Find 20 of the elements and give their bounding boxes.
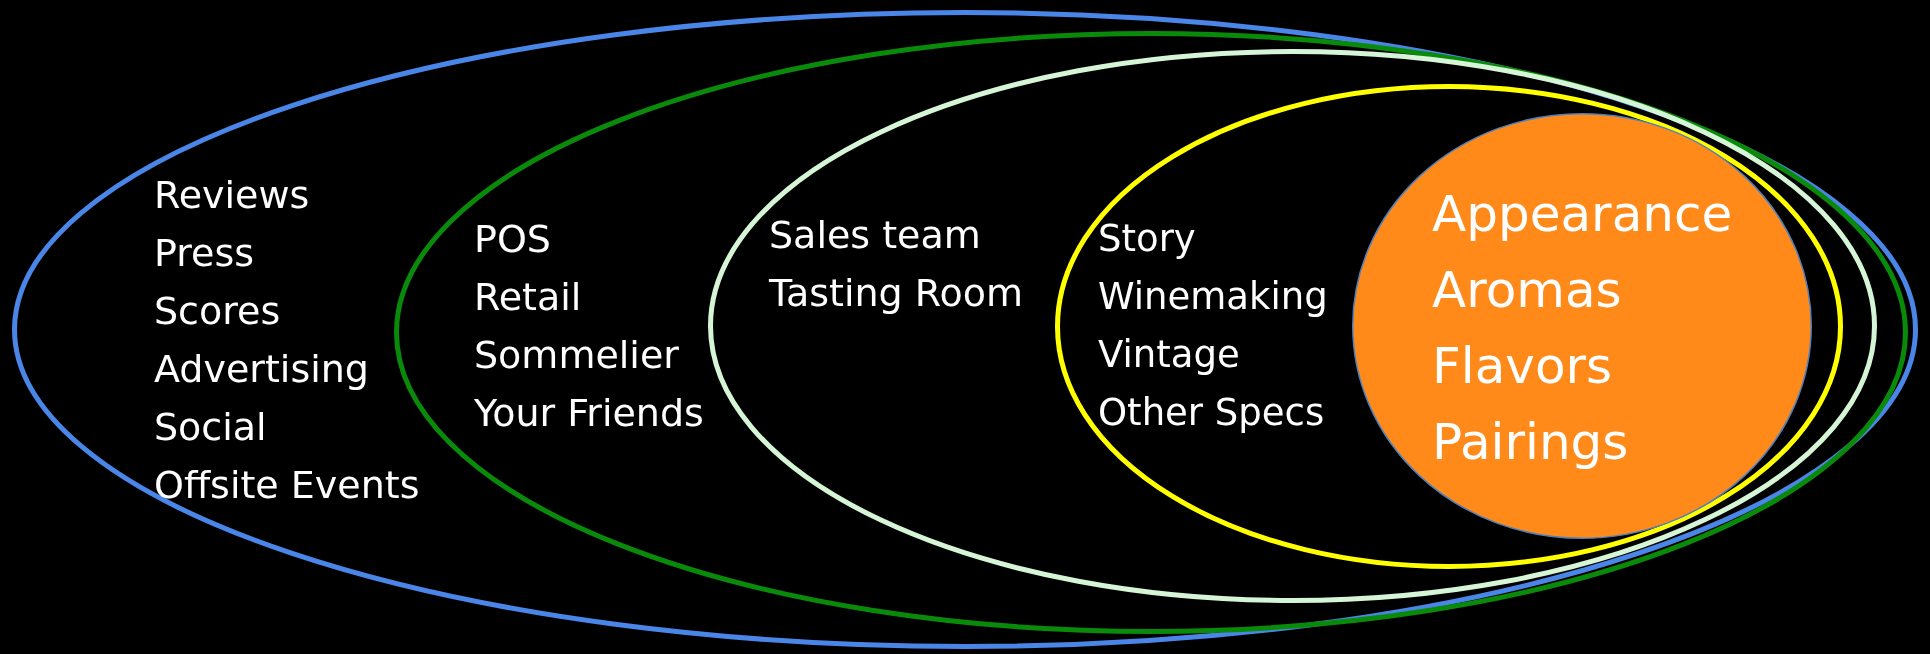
list-item: Appearance [1432,184,1733,245]
list-item: Your Friends [474,390,704,437]
list-item: Flavors [1432,336,1613,397]
list-item: Sales team [769,212,981,259]
list-item: Other Specs [1098,390,1325,436]
list-item: Retail [474,274,582,321]
list-item: Vintage [1098,332,1240,378]
list-item: Sommelier [474,332,679,379]
list-item: Press [154,230,254,277]
list-item: Reviews [154,172,310,219]
list-item: Pairings [1432,412,1629,473]
list-item: Aromas [1432,260,1622,321]
list-item: Advertising [154,346,369,393]
list-item: Scores [154,288,281,335]
list-item: Social [154,404,267,451]
list-item: Offsite Events [154,462,420,509]
list-item: POS [474,216,551,263]
list-item: Story [1098,216,1196,262]
list-item: Winemaking [1098,274,1328,320]
list-item: Tasting Room [769,270,1023,317]
